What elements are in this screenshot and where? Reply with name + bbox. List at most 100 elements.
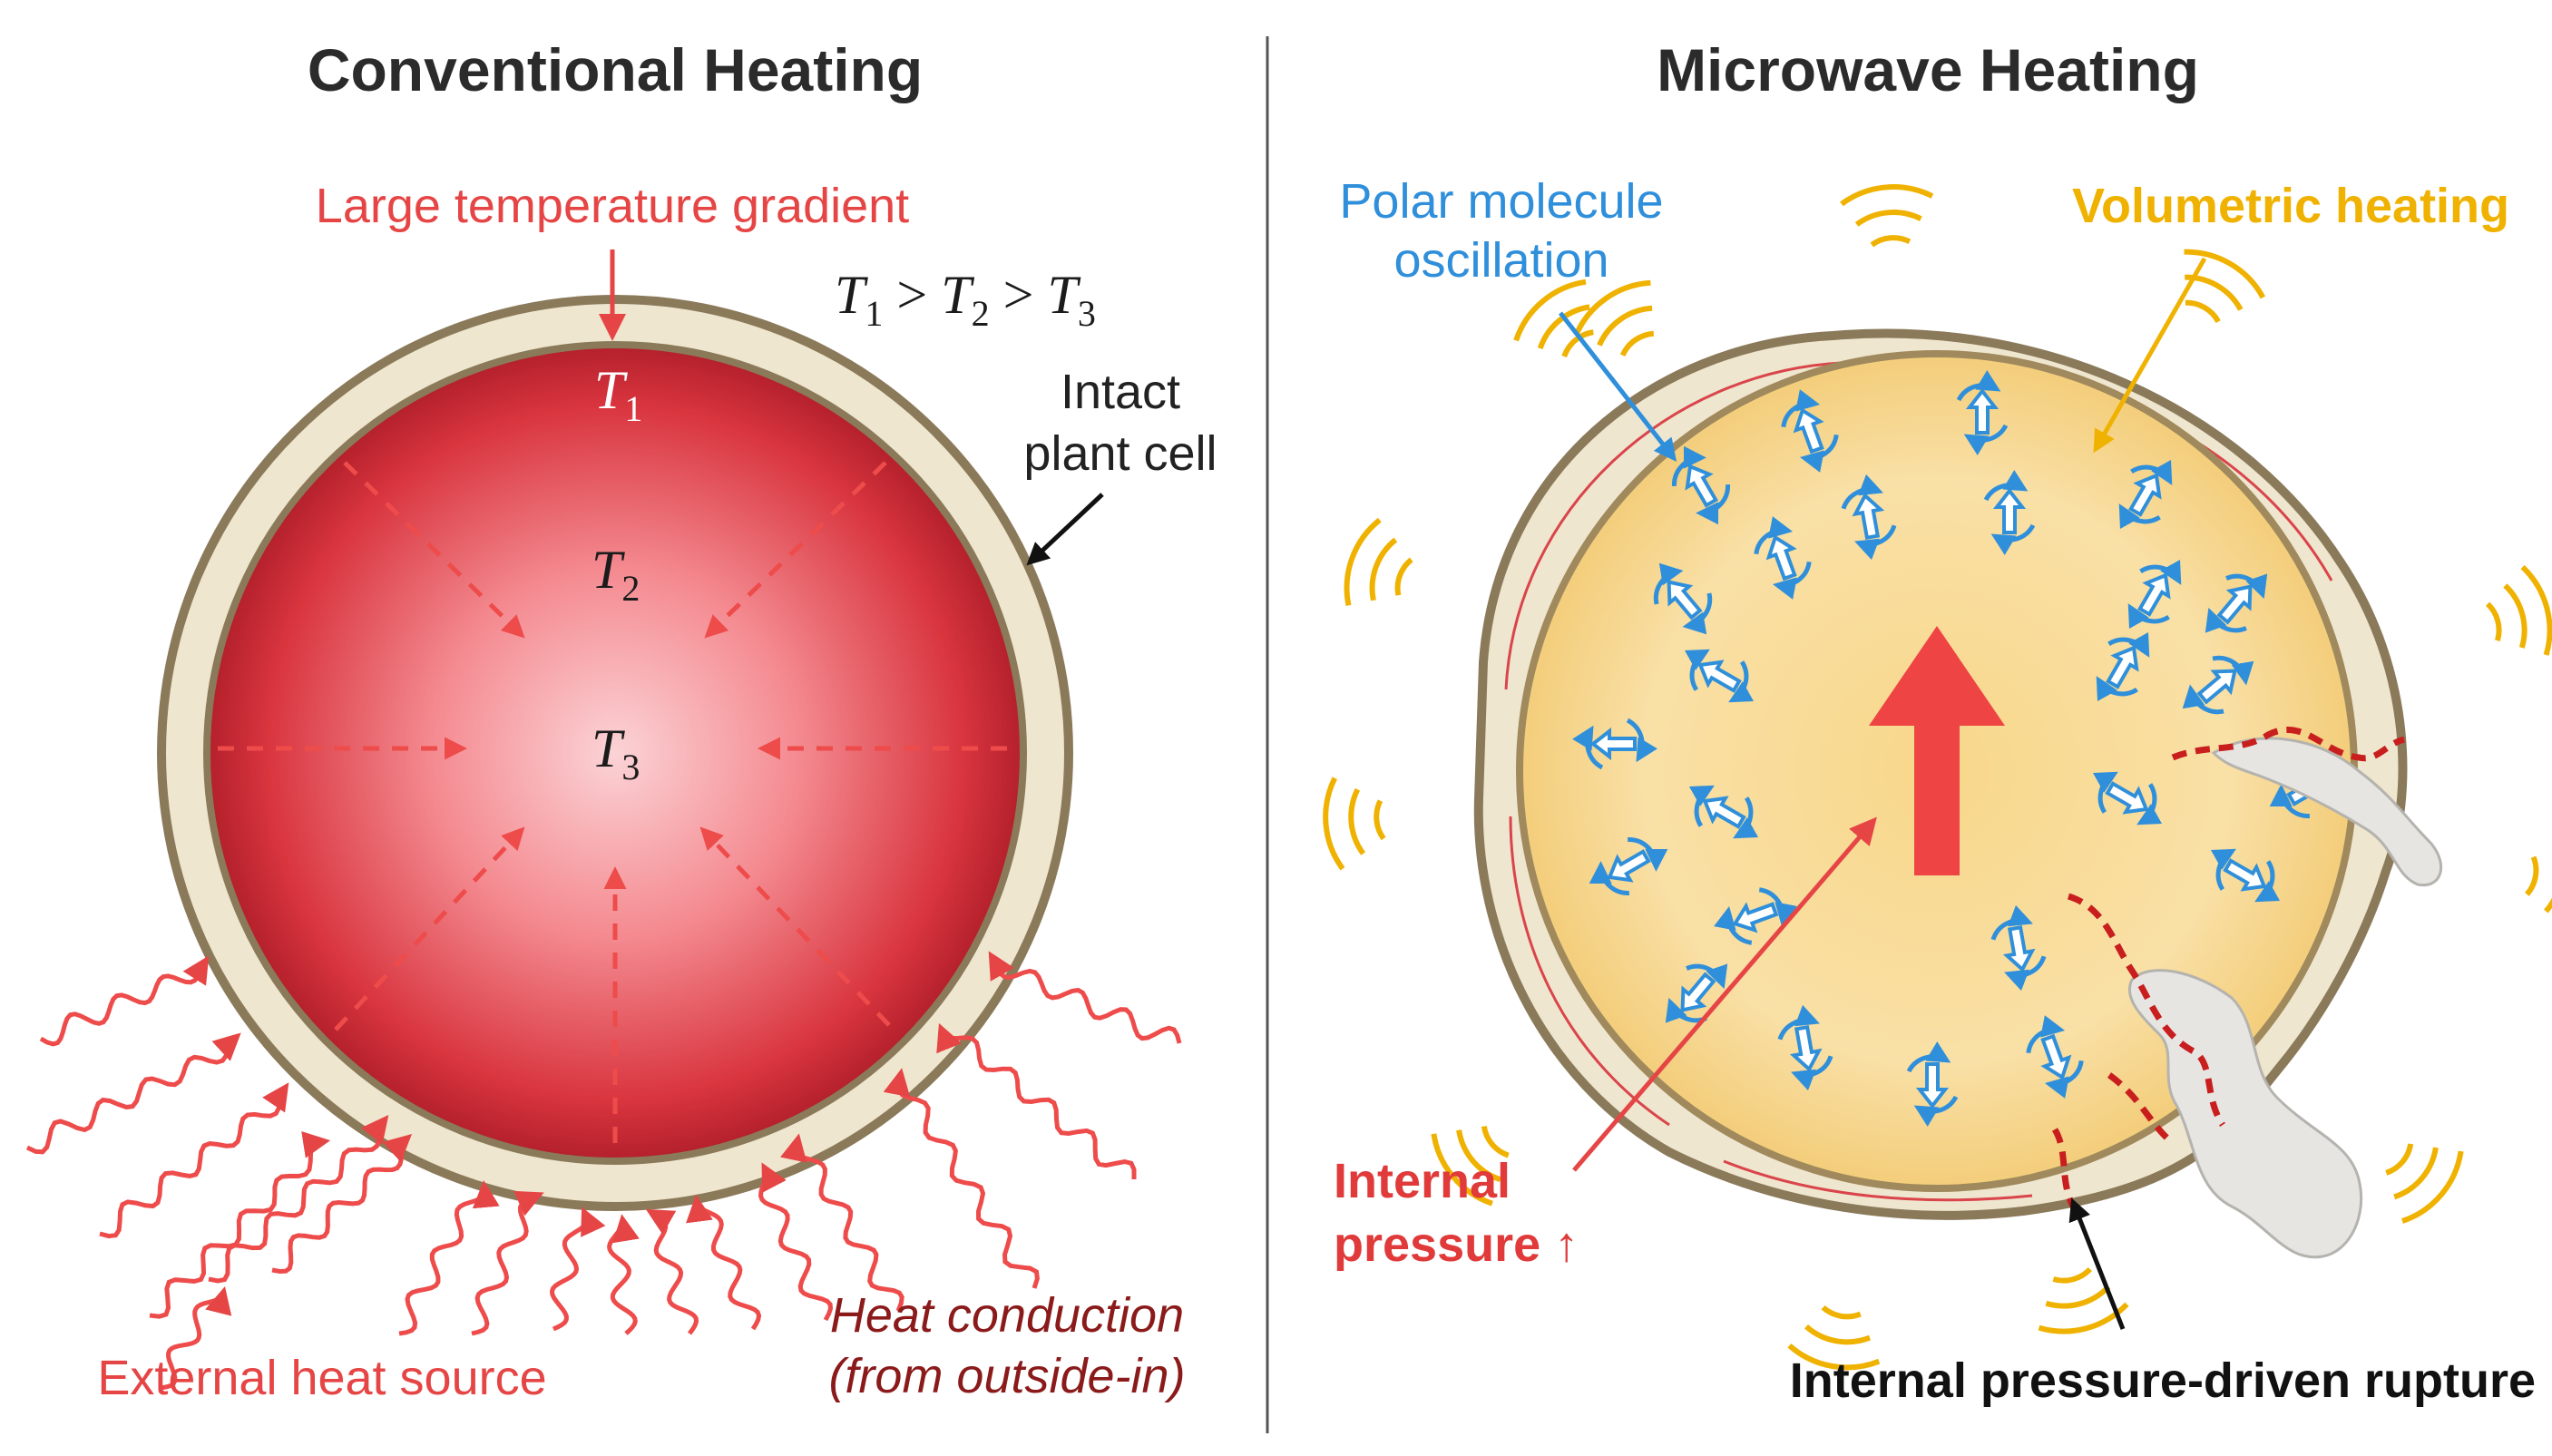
- polar-molecule-icon: [1671, 445, 1731, 525]
- rupture-label: Internal pressure-driven rupture: [1790, 1353, 2536, 1408]
- microwave-arc: [2045, 1285, 2111, 1309]
- heat-wave-arrow: [398, 1180, 500, 1336]
- microwave-arc: [1619, 330, 1655, 357]
- polar-molecule-icon: [1990, 904, 2047, 992]
- rupture-label-arrow: [2068, 1197, 2126, 1330]
- heat-wave-arrow: [936, 1022, 1137, 1179]
- heat-wave-arrow: [471, 1190, 544, 1336]
- microwave-arc: [1513, 278, 1587, 342]
- heat-wave-arrow: [39, 955, 210, 1047]
- heat-wave-arrow: [607, 1214, 640, 1335]
- microwave-arc: [1840, 184, 1934, 207]
- polar-molecule-icon: [1777, 1004, 1833, 1091]
- microwave-arc: [1369, 537, 1398, 601]
- cell-interior-left: [203, 341, 1027, 1165]
- microwave-arc: [1394, 557, 1413, 596]
- internal-pressure-arrow: [1869, 626, 2005, 875]
- microwave-wave-arcs: [1323, 184, 2552, 1371]
- external-heat-wavy-arrows: [25, 951, 1182, 1391]
- heat-wave-arrow: [271, 1133, 413, 1275]
- internal-pressure-label-line1: Internal: [1334, 1154, 1511, 1208]
- microwave-arc: [1481, 1126, 1510, 1158]
- microwave-arc: [1323, 777, 1345, 871]
- intact-cell-label-line1: Intact: [1061, 365, 1180, 419]
- microwave-arc: [1537, 304, 1590, 350]
- intact-cell-arrow: [1026, 493, 1104, 566]
- heat-wave-arrow: [549, 1207, 606, 1332]
- microwave-arc: [1573, 279, 1651, 337]
- heat-wave-arrow: [99, 1082, 289, 1239]
- microwave-arc: [2520, 564, 2552, 656]
- microwave-arc: [2038, 1302, 2129, 1334]
- microwave-arc: [2525, 855, 2539, 896]
- microwave-arc: [2385, 1143, 2414, 1176]
- polar-molecule-icon: [1684, 649, 1755, 703]
- polar-molecule-icon: [1688, 785, 1759, 839]
- polar-molecule-icon: [2182, 655, 2254, 715]
- conventional-heating-panel: Conventional Heating T1 T2 T3 Large temp…: [25, 36, 1217, 1405]
- polar-molecule-icon: [2026, 1015, 2084, 1099]
- microwave-title: Microwave Heating: [1657, 36, 2199, 103]
- rupture-fluid-upper: [2211, 737, 2443, 887]
- polar-molecule-icon: [1841, 474, 1897, 561]
- heat-wave-arrow: [645, 1208, 699, 1335]
- polar-molecule-icon: [2205, 573, 2268, 633]
- heat-conduction-label-line1: Heat conduction: [830, 1288, 1184, 1343]
- polar-molecules: [1572, 370, 2349, 1127]
- microwave-arc: [1821, 1305, 1862, 1320]
- microwave-arc: [1348, 787, 1366, 855]
- volumetric-label-arrow: [2093, 257, 2207, 454]
- microwave-arc: [2485, 601, 2502, 641]
- heat-wave-arrow: [686, 1194, 762, 1331]
- microwave-heating-panel: Microwave Heating Polar molecule: [1323, 36, 2552, 1408]
- heat-wave-arrow: [208, 1114, 389, 1284]
- polar-molecule-icon: [1983, 470, 2036, 555]
- external-heat-source-label: External heat source: [97, 1351, 546, 1405]
- temperature-gradient-label: Large temperature gradient: [316, 179, 909, 233]
- inward-conduction-arrows: [218, 461, 1007, 1143]
- intact-cell-label-line2: plant cell: [1023, 426, 1217, 481]
- polar-molecule-icon: [1653, 562, 1713, 635]
- polar-molecule-icon: [1572, 718, 1657, 770]
- conventional-title: Conventional Heating: [308, 36, 923, 103]
- polar-molecule-icon: [1714, 887, 1797, 945]
- polar-molecule-icon: [1754, 516, 1812, 600]
- microwave-arc: [1787, 1343, 1881, 1371]
- polar-molecule-icon: [2092, 771, 2163, 826]
- polar-molecule-icon: [2210, 848, 2281, 903]
- microwave-arc: [1870, 235, 1912, 248]
- microwave-arc: [2503, 583, 2528, 649]
- microwave-arc: [2401, 1150, 2464, 1224]
- microwave-arc: [1431, 1133, 1493, 1207]
- microwave-arc: [2184, 249, 2266, 299]
- microwave-arc: [2052, 1266, 2092, 1284]
- zone-label-t2: T2: [592, 540, 640, 609]
- microwave-arc: [1374, 799, 1386, 841]
- microwave-arc: [1344, 517, 1382, 606]
- rupture-fluid-lower: [2127, 969, 2363, 1259]
- heat-wave-arrow: [883, 1068, 1040, 1289]
- microwave-arc: [1597, 305, 1653, 347]
- polar-molecule-icon: [1781, 389, 1839, 473]
- heat-wave-arrow: [158, 1285, 232, 1391]
- heat-wave-arrow: [780, 1133, 904, 1312]
- microwave-arc: [2544, 897, 2552, 914]
- pressure-label-arrow: [1572, 816, 1877, 1172]
- heat-wave-arrow: [25, 1032, 241, 1155]
- polar-label-arrow: [1559, 311, 1677, 462]
- heat-wave-arrow: [758, 1162, 834, 1322]
- zone-label-t1: T1: [594, 360, 642, 429]
- internal-pressure-label-line2: pressure ↑: [1334, 1217, 1579, 1272]
- polar-molecule-label-line2: oscillation: [1393, 233, 1608, 288]
- polar-molecule-icon: [2118, 459, 2173, 530]
- polar-molecule-icon: [2096, 631, 2150, 702]
- heat-wave-arrow: [988, 951, 1182, 1044]
- polar-molecule-icon: [1906, 1041, 1959, 1127]
- polar-molecule-icon: [1956, 370, 2009, 455]
- temperature-relation: T1 > T2 > T3: [835, 265, 1096, 334]
- heat-wave-arrow: [149, 1130, 331, 1319]
- microwave-arc: [1456, 1129, 1501, 1183]
- microwave-arc: [2393, 1147, 2439, 1200]
- microwave-arc: [1561, 329, 1594, 358]
